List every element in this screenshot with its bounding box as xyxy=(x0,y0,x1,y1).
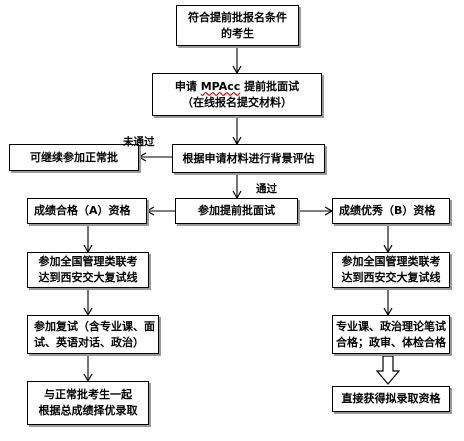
exam-a-line-2: 达到西安交大复试线 xyxy=(38,271,138,284)
pass-b-box: 专业课、政治理论笔试 合格；政审、体检合格 xyxy=(332,315,450,354)
background-assessment-box: 根据申请材料进行背景评估 xyxy=(172,144,325,173)
exam-a-line-1: 参加全国管理类联考 xyxy=(38,255,138,269)
eligible-line-1: 符合提前批报名条件 xyxy=(188,10,287,24)
not-passed-label: 未通过 xyxy=(123,136,155,148)
select-admission-box: 与正常批考生一起 根据总成绩择优录取 xyxy=(27,381,149,425)
interview-box: 参加提前批面试 xyxy=(175,198,298,224)
apply-interview-box: 申请 MPAcc 提前批面试 （在线报名提交材料） xyxy=(152,73,322,116)
excellent-b-text: 成绩优秀（B）资格 xyxy=(339,204,436,218)
retest-line-2: 试、英语对话、政治） xyxy=(34,335,144,349)
exam-b-box: 参加全国管理类联考 达到西安交大复试线 xyxy=(332,252,450,288)
mpacc-term: MPAcc xyxy=(200,79,241,93)
direct-admission-box: 直接获得拟录取资格 xyxy=(332,386,450,412)
retest-box: 参加复试（含专业课、面 试、英语对话、政治） xyxy=(27,315,159,354)
direct-text: 直接获得拟录取资格 xyxy=(341,392,441,406)
regular-text: 可继续参加正常批 xyxy=(30,150,118,164)
regular-batch-box: 可继续参加正常批 xyxy=(9,144,139,171)
arrow-pass-to-direct xyxy=(375,355,401,385)
apply-line-2: （在线报名提交材料） xyxy=(182,95,292,109)
exam-b-line-2: 达到西安交大复试线 xyxy=(341,271,441,284)
exam-a-box: 参加全国管理类联考 达到西安交大复试线 xyxy=(27,252,149,288)
select-line-1: 与正常批考生一起 xyxy=(44,388,132,402)
eligible-line-2: 的考生 xyxy=(221,26,254,40)
eligible-candidates-box: 符合提前批报名条件 的考生 xyxy=(176,5,299,46)
apply-line-1: 申请 MPAcc 提前批面试 xyxy=(174,79,300,93)
select-line-2: 根据总成绩择优录取 xyxy=(38,404,138,417)
pass-b-line-1: 专业课、政治理论笔试 xyxy=(336,319,446,333)
exam-b-line-1: 参加全国管理类联考 xyxy=(341,255,441,269)
qualified-a-text: 成绩合格（A）资格 xyxy=(34,204,131,218)
passed-label: 通过 xyxy=(256,183,277,195)
excellent-b-box: 成绩优秀（B）资格 xyxy=(332,198,450,224)
pass-b-line-2: 合格；政审、体检合格 xyxy=(336,335,446,349)
qualified-a-box: 成绩合格（A）资格 xyxy=(27,198,147,224)
retest-line-1: 参加复试（含专业课、面 xyxy=(34,319,155,333)
interview-text: 参加提前批面试 xyxy=(198,204,275,218)
background-text: 根据申请材料进行背景评估 xyxy=(182,151,315,165)
